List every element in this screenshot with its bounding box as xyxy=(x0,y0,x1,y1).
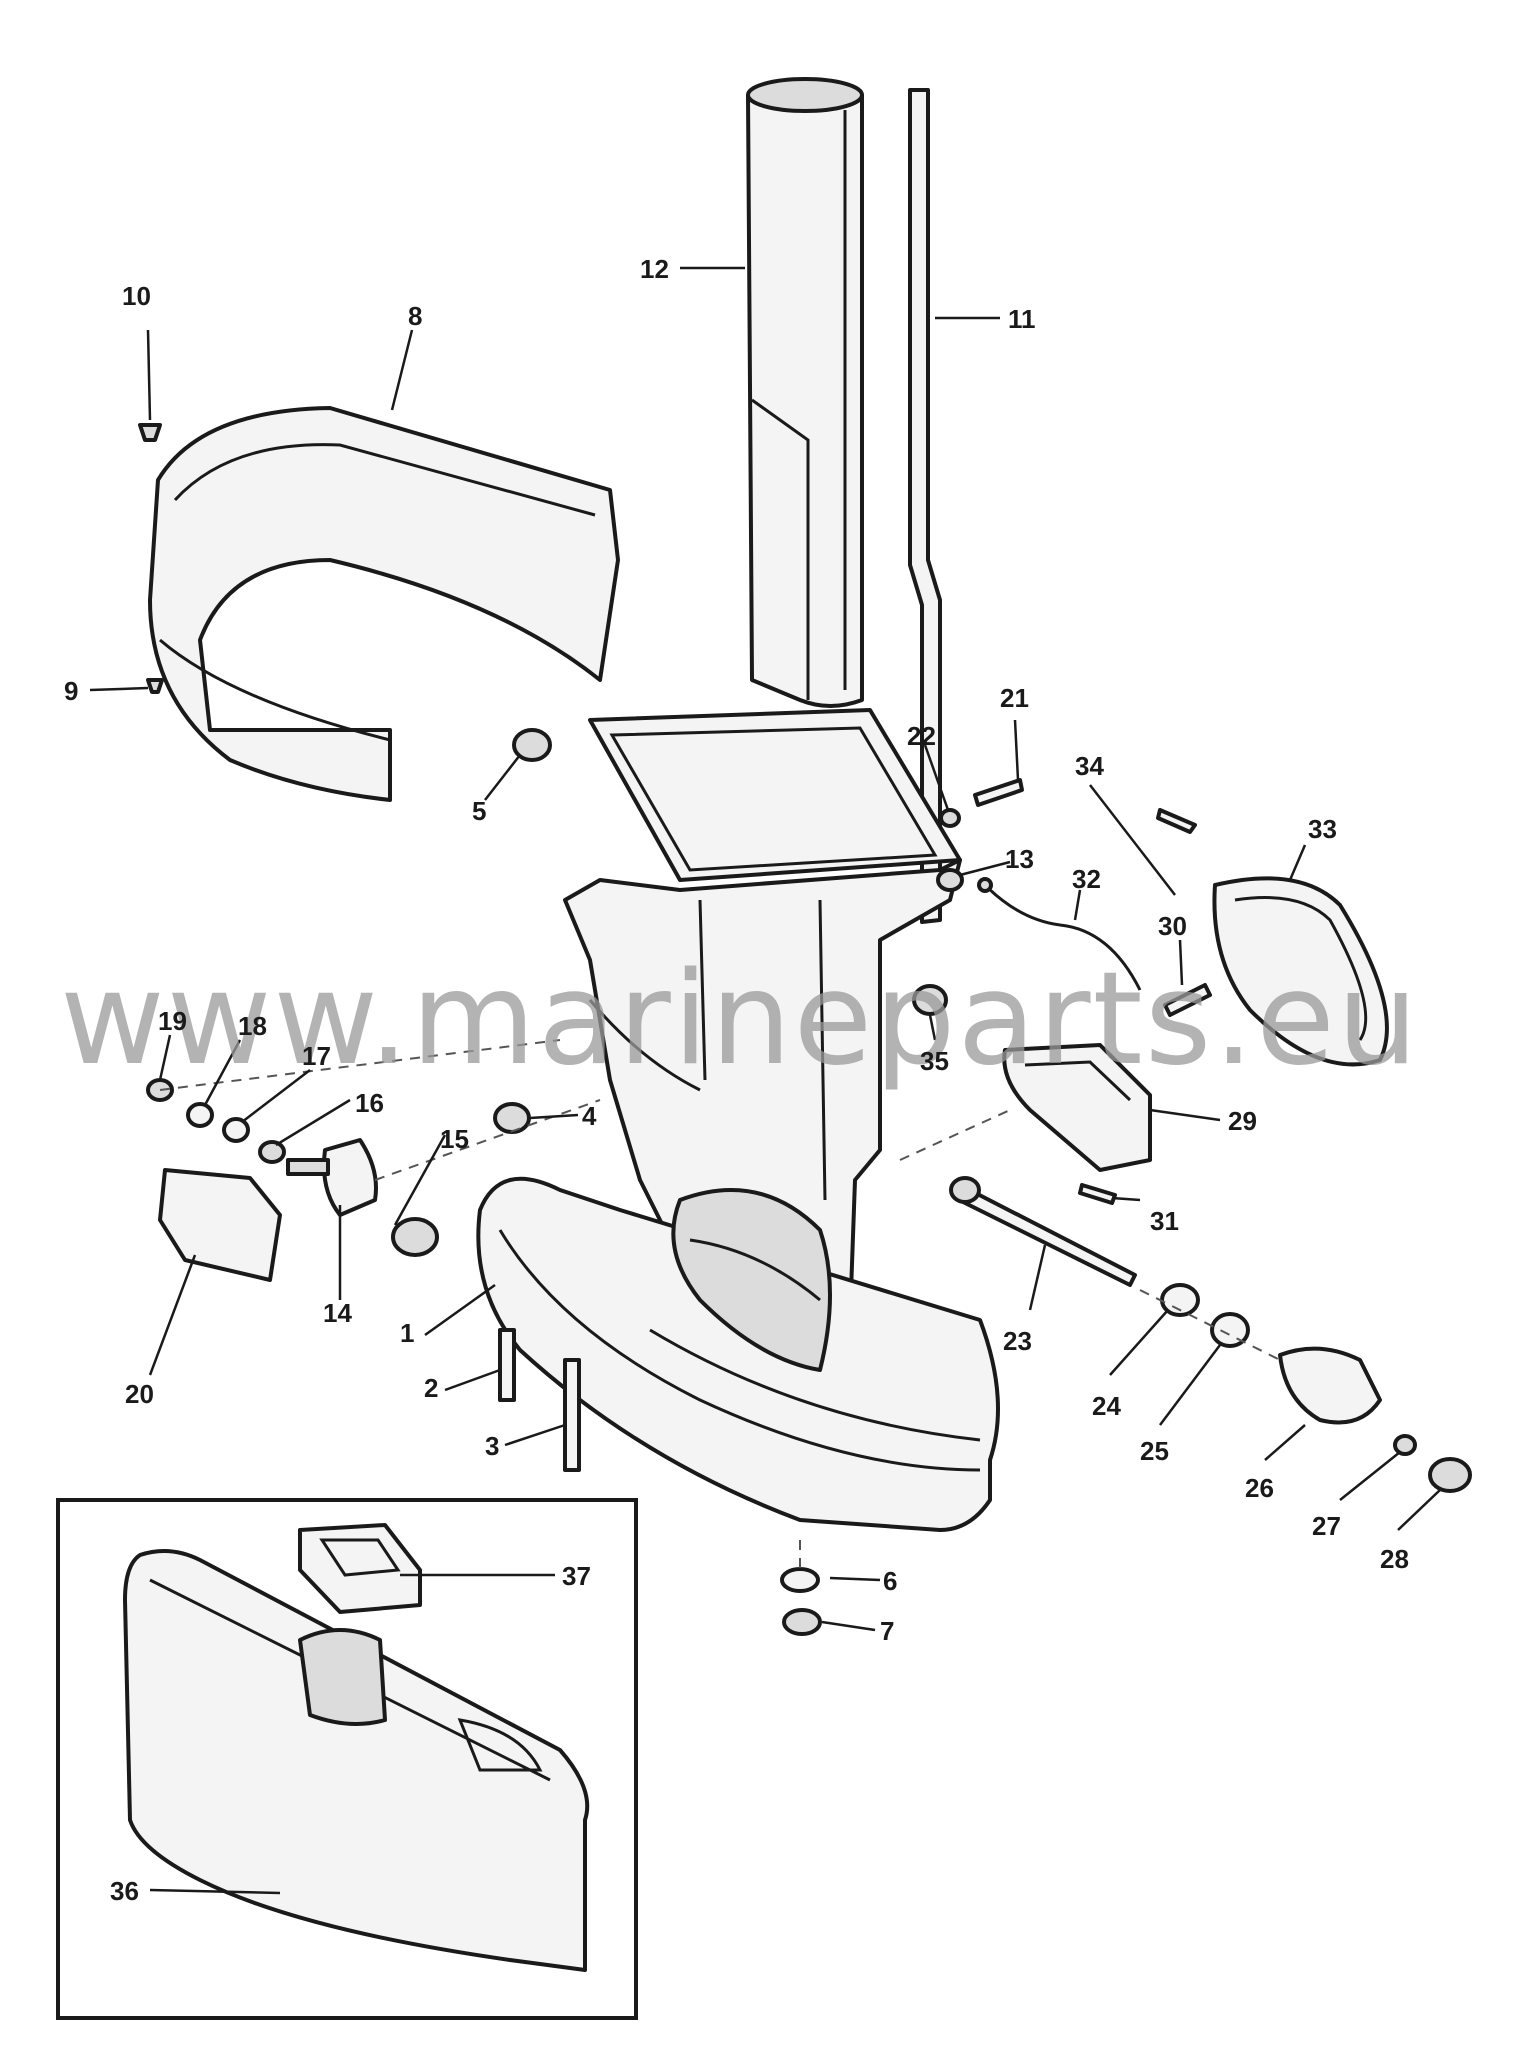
stud-3 xyxy=(563,1358,581,1472)
exhaust-tube xyxy=(746,77,864,708)
washer-18 xyxy=(186,1102,214,1128)
assembly-lines xyxy=(159,1039,1281,1575)
callout-17: 17 xyxy=(302,1041,331,1071)
watermark-text: www.marineparts.eu xyxy=(60,945,1420,1094)
callout-10: 10 xyxy=(122,281,151,311)
callout-21: 21 xyxy=(1000,683,1029,713)
through-bolt-23 xyxy=(949,1176,1137,1287)
nut-28 xyxy=(1428,1457,1472,1493)
screw-10 xyxy=(138,423,162,442)
callout-16: 16 xyxy=(355,1088,384,1118)
callout-35: 35 xyxy=(920,1046,949,1076)
driveshaft-housing xyxy=(563,708,962,1332)
stud-2 xyxy=(498,1328,516,1402)
callout-23: 23 xyxy=(1003,1326,1032,1356)
nut-7 xyxy=(782,1608,822,1636)
callout-31: 31 xyxy=(1150,1206,1179,1236)
callout-1: 1 xyxy=(400,1318,414,1348)
nut-4 xyxy=(493,1102,531,1134)
callout-2: 2 xyxy=(424,1373,438,1403)
callout-27: 27 xyxy=(1312,1511,1341,1541)
callout-15: 15 xyxy=(440,1124,469,1154)
callout-12: 12 xyxy=(640,254,669,284)
callout-13: 13 xyxy=(1005,844,1034,874)
callout-14: 14 xyxy=(323,1298,352,1328)
screw-34 xyxy=(1156,808,1197,834)
callout-26: 26 xyxy=(1245,1473,1274,1503)
inset-box xyxy=(56,1498,638,2020)
wire-32 xyxy=(977,877,1142,991)
callout-37: 37 xyxy=(562,1561,591,1591)
washer-17 xyxy=(222,1117,250,1143)
screw-30 xyxy=(1163,983,1212,1017)
housing-36 xyxy=(123,1549,590,1972)
rubber-mount-14 xyxy=(286,1138,378,1217)
nut-5 xyxy=(512,728,552,762)
callout-28: 28 xyxy=(1380,1544,1409,1574)
callout-20: 20 xyxy=(125,1379,154,1409)
grommet-35 xyxy=(912,984,948,1016)
washer-25 xyxy=(1210,1312,1250,1348)
callout-36: 36 xyxy=(110,1876,139,1906)
leader-lines xyxy=(89,266,1441,1895)
callout-22: 22 xyxy=(907,721,936,751)
callout-29: 29 xyxy=(1228,1106,1257,1136)
cover-37 xyxy=(298,1523,422,1614)
callout-3: 3 xyxy=(485,1431,499,1461)
gearcase-housing xyxy=(476,1176,1000,1532)
mount-cover-20 xyxy=(158,1168,282,1282)
callout-8: 8 xyxy=(408,301,422,331)
callout-4: 4 xyxy=(582,1101,597,1131)
washer-15 xyxy=(391,1217,439,1257)
callout-7: 7 xyxy=(880,1616,894,1646)
callout-30: 30 xyxy=(1158,911,1187,941)
callout-9: 9 xyxy=(64,676,78,706)
callout-34: 34 xyxy=(1075,751,1104,781)
nut-9 xyxy=(146,678,164,694)
screw-21 xyxy=(973,778,1024,807)
washer-27 xyxy=(1393,1434,1417,1456)
nut-13 xyxy=(936,868,964,892)
callout-25: 25 xyxy=(1140,1436,1169,1466)
callout-18: 18 xyxy=(238,1011,267,1041)
rubber-mount-26 xyxy=(1278,1346,1382,1425)
callout-32: 32 xyxy=(1072,864,1101,894)
callout-19: 19 xyxy=(158,1006,187,1036)
washer-6 xyxy=(780,1567,820,1593)
washer-22 xyxy=(939,808,961,828)
callout-24: 24 xyxy=(1092,1391,1121,1421)
callout-11: 11 xyxy=(1008,304,1036,334)
pump-housing-29 xyxy=(1002,1043,1152,1172)
chaps-shroud xyxy=(148,406,620,802)
water-tube xyxy=(908,88,942,924)
nut-16 xyxy=(258,1140,286,1164)
callout-33: 33 xyxy=(1308,814,1337,844)
callout-labels: 1 2 3 4 5 6 7 8 9 10 11 12 13 14 15 16 1… xyxy=(64,254,1409,1906)
cover-33 xyxy=(1212,876,1389,1067)
stud-31 xyxy=(1078,1183,1117,1205)
callout-6: 6 xyxy=(883,1566,897,1596)
callout-5: 5 xyxy=(472,796,486,826)
